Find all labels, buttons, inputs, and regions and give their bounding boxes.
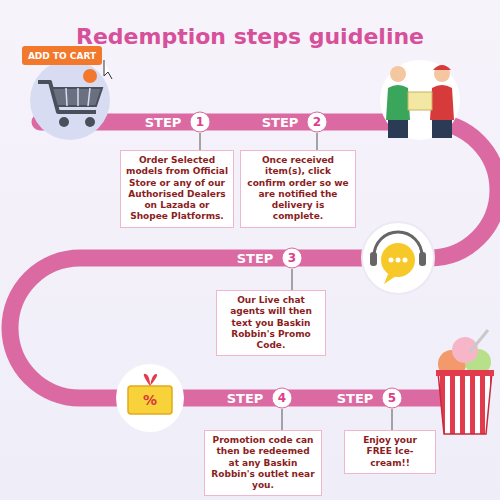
step-box: Enjoy your FREE Ice-cream!!: [344, 430, 436, 474]
step-word: STEP: [145, 116, 182, 129]
step-number: 2: [313, 116, 321, 128]
step-box: Our Live chat agents will then text you …: [216, 290, 326, 356]
step-word: STEP: [337, 392, 374, 405]
step-number: 5: [388, 392, 396, 404]
step-text: Once received item(s), click confirm ord…: [246, 155, 350, 223]
coupon-icon: [116, 364, 184, 432]
title: Redemption steps guideline: [0, 24, 500, 50]
ice-cream-icon: [436, 330, 494, 434]
step-box: Order Selected models from Official Stor…: [120, 150, 234, 228]
step-word: STEP: [237, 252, 274, 265]
chat-icon: [362, 222, 434, 294]
step-word: STEP: [227, 392, 264, 405]
step-text: Order Selected models from Official Stor…: [126, 155, 228, 223]
coupon-symbol: %: [143, 393, 157, 407]
step-word: STEP: [262, 116, 299, 129]
step-text: Promotion code can then be redeemed at a…: [210, 435, 316, 491]
step-number: 1: [196, 116, 204, 128]
step-box: Promotion code can then be redeemed at a…: [204, 430, 322, 496]
button-text: ADD TO CART: [28, 52, 96, 61]
step-text: Our Live chat agents will then text you …: [222, 295, 320, 351]
road-path: [10, 122, 498, 398]
cart-icon: [22, 46, 112, 140]
delivery-icon: [380, 60, 460, 140]
step-number: 3: [288, 252, 296, 264]
step-number: 4: [278, 392, 286, 404]
step-text: Enjoy your FREE Ice-cream!!: [350, 435, 430, 469]
step-box: Once received item(s), click confirm ord…: [240, 150, 356, 228]
